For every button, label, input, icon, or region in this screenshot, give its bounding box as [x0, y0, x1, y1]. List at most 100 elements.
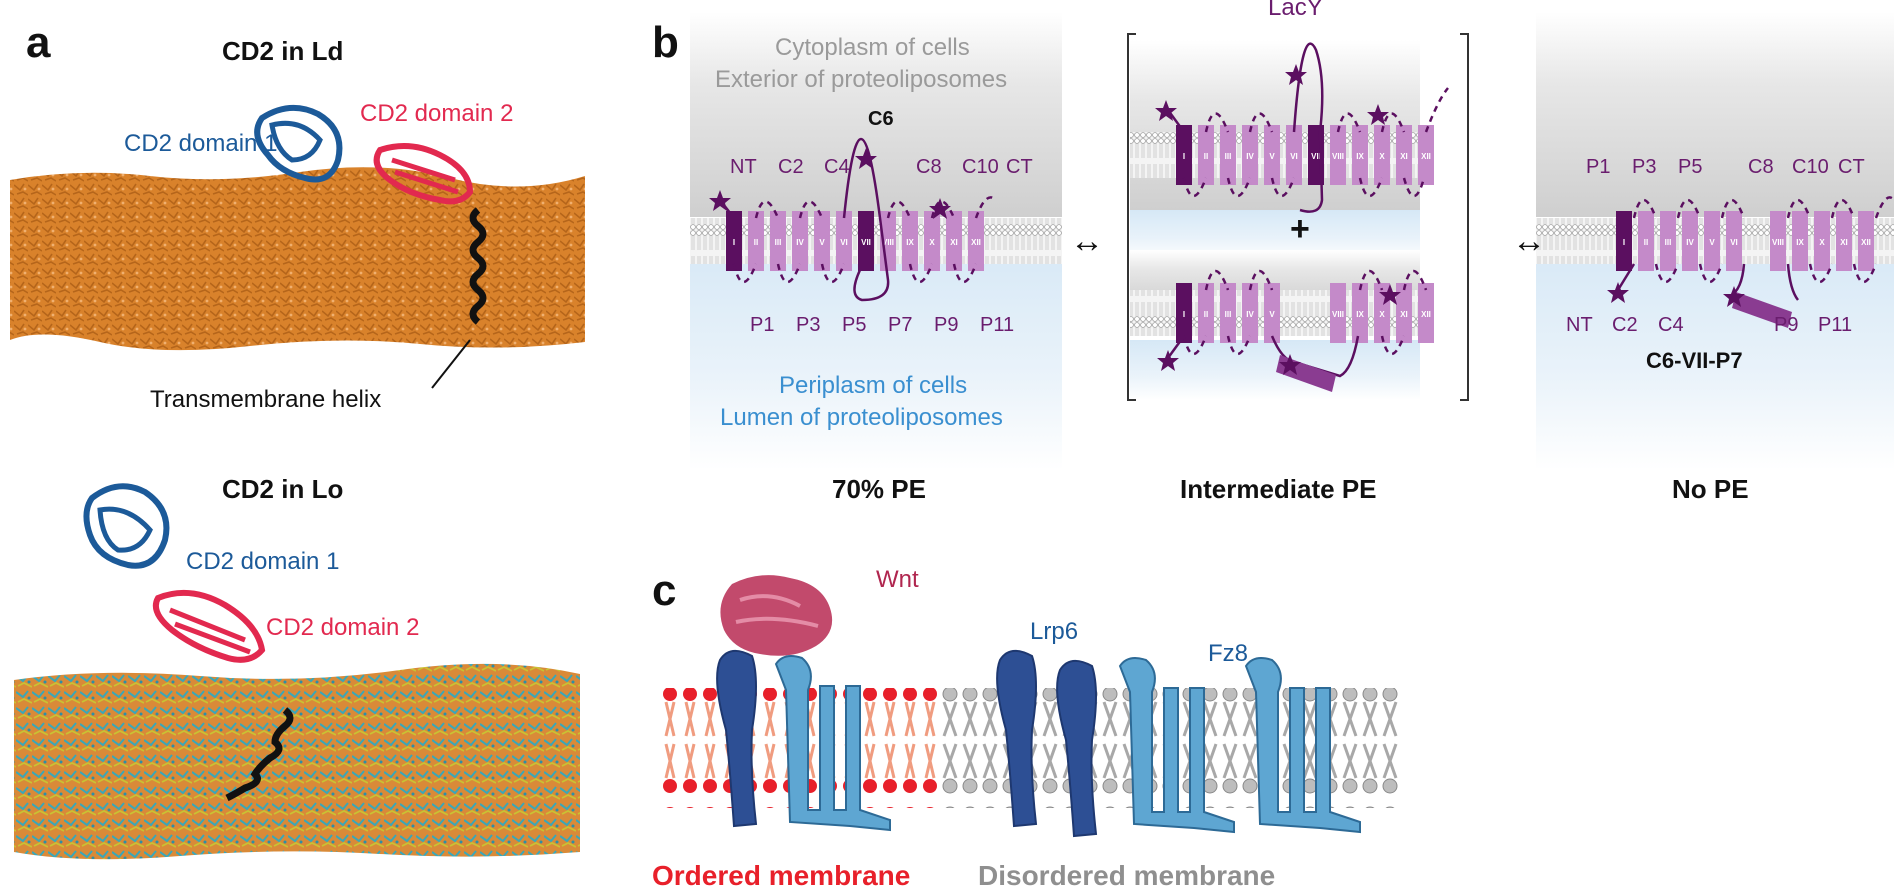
helix-numeral: I [1183, 152, 1185, 161]
loop-label: P9 [1774, 314, 1799, 336]
cd2-domain1-structure-top [254, 105, 343, 183]
helix-numeral: IV [1246, 310, 1254, 319]
loop-label: NT [1566, 314, 1593, 336]
arrow-left-mid: ↔ [1070, 222, 1104, 260]
helix-numeral: X [1379, 152, 1385, 161]
lo-membrane [14, 663, 580, 860]
ld-membrane [10, 167, 585, 351]
helix-numeral: XII [1421, 310, 1431, 319]
helix-numeral: IX [1796, 238, 1804, 247]
panel-a-top-domain2: CD2 domain 2 [360, 100, 514, 127]
mid2-nt-tail [1166, 335, 1186, 359]
left-periplasm-bg [690, 240, 1062, 470]
helix-midHelices2-3 [1220, 283, 1236, 343]
right-nt-tail [1616, 263, 1636, 291]
helix-numeral: V [819, 238, 825, 247]
helix-numeral: IV [796, 238, 804, 247]
right-loops [1632, 196, 1894, 284]
helix-numeral: XI [1400, 152, 1408, 161]
loop-label: C4 [1658, 314, 1684, 336]
loop-label: C10 [1792, 156, 1829, 178]
helix-numeral: V [1269, 152, 1275, 161]
helix-numeral: II [1204, 310, 1208, 319]
mid-c10-star [1367, 104, 1389, 125]
panel-b-label: b [652, 18, 679, 67]
helix-numeral: IX [1356, 310, 1364, 319]
mid2-nt-star [1157, 350, 1179, 371]
panel-c-label: c [652, 566, 677, 615]
helix-rightHelices-10 [1814, 211, 1830, 271]
helix-leftHelices-9 [902, 211, 918, 271]
fz8-receptor-1 [774, 655, 891, 832]
panel-c-graphics [660, 575, 1400, 838]
helix-numeral: IX [906, 238, 914, 247]
right-c6-star [1723, 286, 1745, 307]
panel-a-graphics [10, 105, 585, 860]
right-nt-star [1607, 282, 1629, 303]
helix-numeral: VI [1290, 152, 1298, 161]
helix-rightHelices-1 [1616, 211, 1632, 271]
helix-leftHelices-7 [858, 211, 874, 271]
mid-peri-bg-2 [1130, 340, 1420, 400]
lrp6-label: Lrp6 [1030, 618, 1079, 645]
tm-pointer-line [431, 339, 471, 389]
fz8-receptor-2 [1118, 657, 1235, 834]
cytoplasm-line1: Cytoplasm of cells [775, 34, 970, 61]
loop-label: C8 [1748, 156, 1774, 178]
helix-midHelices1-10 [1374, 125, 1390, 185]
helix-midHelices1-12 [1418, 125, 1434, 185]
loop-label: P1 [750, 314, 775, 336]
arrow-mid-right: ↔ [1512, 222, 1546, 260]
wnt-label: Wnt [876, 566, 919, 593]
loop-label: P3 [1632, 156, 1657, 178]
helix-rightHelices-9 [1792, 211, 1808, 271]
mid2-c6-star [1279, 354, 1301, 375]
helix-midHelices2-5 [1264, 283, 1280, 343]
loop-label: P9 [934, 314, 959, 336]
helix-numeral: VIII [1772, 238, 1784, 247]
helix-midHelices1-4 [1242, 125, 1258, 185]
helix-leftHelices-5 [814, 211, 830, 271]
bracket-right [1460, 33, 1469, 401]
helix-midHelices2-9 [1352, 283, 1368, 343]
right-cytoplasm-bg [1536, 12, 1894, 217]
loop-label: C10 [962, 156, 999, 178]
helix-midHelices2-12 [1418, 283, 1434, 343]
cd2-domain1-structure-bottom [83, 483, 170, 569]
loop-label: P5 [1678, 156, 1703, 178]
helix-numeral: IV [1686, 238, 1694, 247]
left-loops [732, 196, 997, 284]
helix-numeral: V [1709, 238, 1715, 247]
helix-rightHelices-3 [1660, 211, 1676, 271]
panel-a-top-title: CD2 in Ld [222, 36, 344, 66]
mid-top-loops [1182, 87, 1449, 198]
mid2-c10-star [1379, 284, 1401, 305]
helix-leftHelices-11 [946, 211, 962, 271]
loop-label: P7 [888, 314, 913, 336]
helix-midHelices1-11 [1396, 125, 1412, 185]
right-c6-vii-p7-helix [1732, 292, 1792, 328]
helix-midHelices2-4 [1242, 283, 1258, 343]
panel-a-top-domain1: CD2 domain 1 [124, 130, 278, 157]
tm-helix-bottom [225, 707, 294, 802]
mid-nt-star [1155, 100, 1177, 121]
helix-numeral: IV [1246, 152, 1254, 161]
loop-label: P3 [796, 314, 821, 336]
helix-numeral: XI [950, 238, 958, 247]
helix-numeral: I [1183, 310, 1185, 319]
helix-numeral: II [754, 238, 758, 247]
fz8-label: Fz8 [1208, 640, 1249, 667]
helix-numeral: VII [1311, 152, 1321, 161]
helix-numeral: III [1225, 310, 1232, 319]
lrp6-receptor-2 [996, 649, 1038, 828]
c6-vii-p7-label: C6-VII-P7 [1646, 348, 1743, 373]
panel-a-bottom-title: CD2 in Lo [222, 474, 344, 504]
lrp6-receptor-1 [716, 649, 758, 828]
helix-rightHelices-6 [1726, 211, 1742, 271]
helix-leftHelices-12 [968, 211, 984, 271]
c10-star [929, 198, 951, 219]
cd2-domain2-structure-bottom [152, 589, 266, 663]
c6-star [855, 148, 877, 169]
helix-leftHelices-10 [924, 211, 940, 271]
